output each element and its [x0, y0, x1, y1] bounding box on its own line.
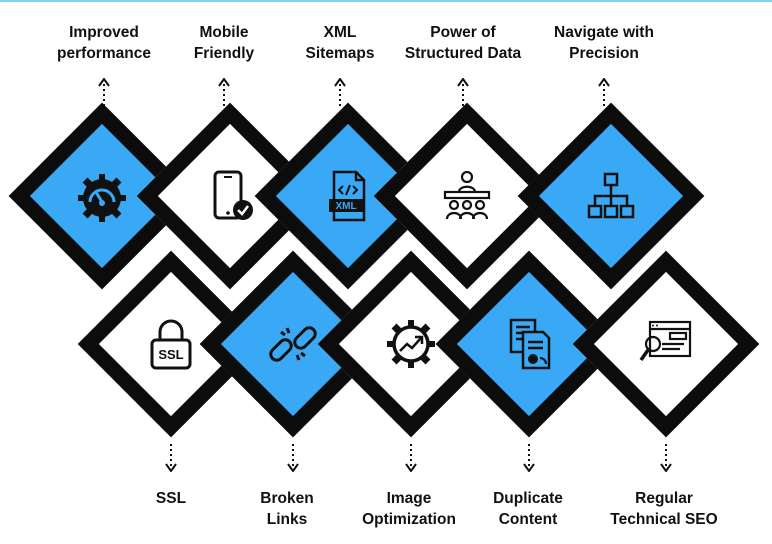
connector-improved-performance — [98, 78, 110, 106]
sitemap-hierarchy-icon — [581, 166, 641, 226]
gear-growth-icon — [381, 314, 441, 374]
top-accent-line — [0, 0, 772, 2]
svg-text:XML: XML — [335, 201, 356, 212]
label-broken-links: Broken Links — [260, 490, 314, 528]
connector-broken-links — [287, 444, 299, 472]
browser-magnifier-icon — [636, 314, 696, 374]
label-regular-technical-seo: Regular Technical SEO — [610, 490, 718, 528]
label-improved-performance: Improved performance — [57, 24, 151, 62]
label-structured-data: Power of Structured Data — [404, 24, 522, 62]
connector-image-optimization — [405, 444, 417, 472]
duplicate-documents-icon — [499, 314, 559, 374]
svg-text:SSL: SSL — [158, 347, 183, 362]
connector-duplicate-content — [523, 444, 535, 472]
label-mobile-friendly: Mobile Friendly — [193, 24, 255, 62]
connector-mobile-friendly — [218, 78, 230, 106]
label-ssl: SSL — [155, 490, 187, 507]
broken-link-icon — [263, 314, 323, 374]
presentation-audience-icon — [437, 166, 497, 226]
connector-ssl — [165, 444, 177, 472]
smartphone-check-icon — [201, 166, 261, 226]
label-xml-sitemaps: XML Sitemaps — [305, 24, 375, 62]
xml-file-icon: XML — [318, 166, 378, 226]
gear-gauge-icon — [72, 166, 132, 226]
connector-navigate-precision — [598, 78, 610, 106]
label-duplicate-content: Duplicate Content — [493, 490, 563, 528]
label-image-optimization: Image Optimization — [362, 490, 456, 528]
connector-structured-data — [457, 78, 469, 106]
connector-xml-sitemaps — [334, 78, 346, 106]
ssl-padlock-icon: SSL — [141, 314, 201, 374]
label-navigate-precision: Navigate with Precision — [554, 24, 654, 62]
connector-regular-technical-seo — [660, 444, 672, 472]
